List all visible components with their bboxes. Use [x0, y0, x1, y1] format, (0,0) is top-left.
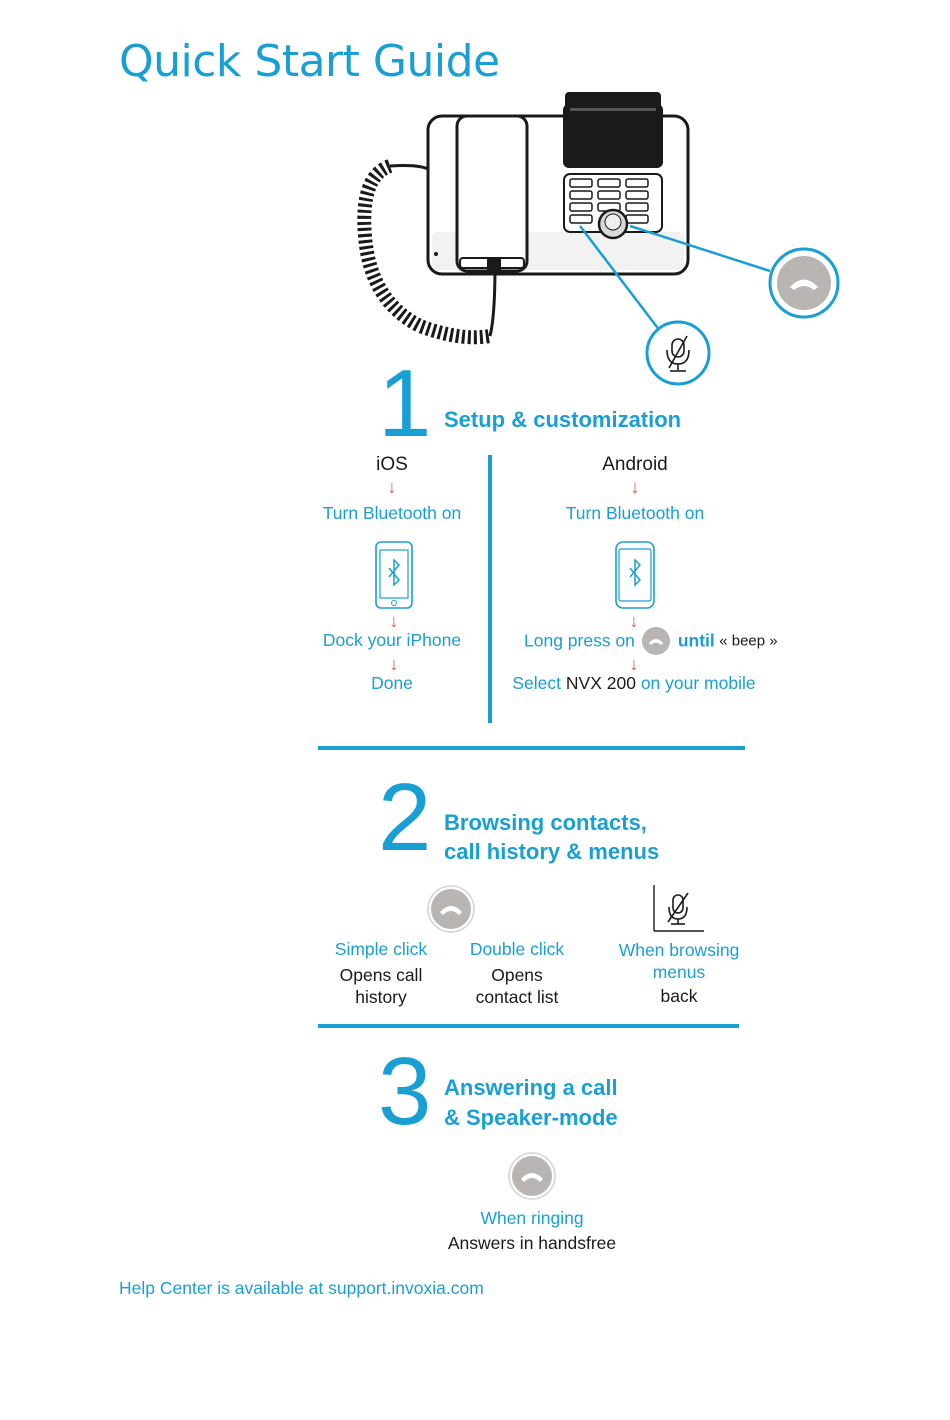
- double-click-label: Double click: [469, 939, 565, 959]
- browsing-label-line2: menus: [652, 962, 706, 982]
- simple-click-desc-line1: Opens call: [339, 965, 423, 985]
- section-3-heading-line1: Answering a call: [444, 1075, 618, 1100]
- hangup-button-icon: [508, 1152, 556, 1200]
- ios-column: iOS ↓ Turn Bluetooth on: [292, 452, 492, 524]
- android-step-select: Select NVX 200 on your mobile: [480, 672, 788, 694]
- arrow-down-icon: ↓: [629, 611, 639, 631]
- mute-callout-line: [579, 225, 661, 332]
- double-click-desc-line1: Opens: [491, 965, 543, 985]
- ios-step-bluetooth: Turn Bluetooth on: [322, 503, 462, 523]
- help-center-text: Help Center is available at support.invo…: [119, 1278, 484, 1298]
- arrow-down-icon: ↓: [387, 477, 397, 497]
- arrow-down-icon: ↓: [389, 654, 399, 674]
- hangup-button-icon: [427, 885, 475, 933]
- ringing-label: When ringing: [480, 1208, 584, 1228]
- ios-step-done: Done: [371, 673, 413, 693]
- on-mobile-text: on your mobile: [640, 673, 756, 693]
- section-divider-2: [318, 1024, 739, 1028]
- desk-phone-illustration: [357, 92, 840, 386]
- section-2-heading-line2: call history & menus: [444, 839, 660, 864]
- simple-click-desc-line2: history: [355, 987, 407, 1007]
- handset: [455, 114, 529, 273]
- android-column: Android ↓ Turn Bluetooth on: [535, 452, 735, 524]
- keypad: [563, 173, 663, 240]
- arrow-down-icon: ↓: [630, 477, 640, 497]
- android-step-long-press: Long press on until « beep »: [524, 626, 804, 658]
- arrow-down-icon: ↓: [389, 611, 399, 631]
- android-label: Android: [602, 454, 668, 475]
- beep-text: « beep »: [719, 632, 778, 650]
- phone-dock: [563, 104, 663, 168]
- iphone-bluetooth-icon: [375, 541, 413, 609]
- browsing-label-line1: When browsing: [618, 940, 740, 960]
- section-2-heading-line1: Browsing contacts,: [444, 810, 647, 835]
- android-phone-bluetooth-icon: [615, 541, 655, 609]
- column-divider: [488, 455, 492, 723]
- double-click-group: Double click Opens contact list: [446, 938, 588, 1008]
- ringing-desc: Answers in handsfree: [447, 1233, 617, 1253]
- android-step-bluetooth: Turn Bluetooth on: [565, 503, 705, 523]
- microphone-muted-icon: [653, 885, 704, 932]
- section-2-number: 2: [378, 764, 432, 871]
- section-3-number: 3: [378, 1038, 432, 1145]
- until-text: until: [677, 630, 715, 651]
- section-1-number: 1: [378, 350, 432, 457]
- ios-step-dock: Dock your iPhone: [322, 630, 462, 650]
- double-click-desc-line2: contact list: [475, 987, 559, 1007]
- hangup-button-icon: [642, 627, 671, 655]
- browsing-desc: back: [660, 986, 698, 1006]
- simple-click-group: Simple click Opens call history: [310, 938, 452, 1008]
- browsing-group: When browsing menus back: [600, 939, 758, 1007]
- hangup-callout-line: [629, 224, 771, 273]
- section-3-heading-line2: & Speaker-mode: [444, 1105, 618, 1130]
- device-name: NVX 200: [565, 673, 636, 693]
- simple-click-label: Simple click: [334, 939, 428, 959]
- long-press-text: Long press on: [524, 630, 635, 651]
- select-text: Select: [512, 673, 562, 693]
- section-divider-1: [318, 746, 745, 750]
- arrow-down-icon: ↓: [629, 654, 639, 674]
- mute-callout-icon: [645, 320, 711, 386]
- hangup-callout-icon: [768, 247, 840, 319]
- section-1-heading: Setup & customization: [444, 407, 682, 432]
- ios-label: iOS: [376, 454, 408, 475]
- page-title: Quick Start Guide: [119, 36, 500, 87]
